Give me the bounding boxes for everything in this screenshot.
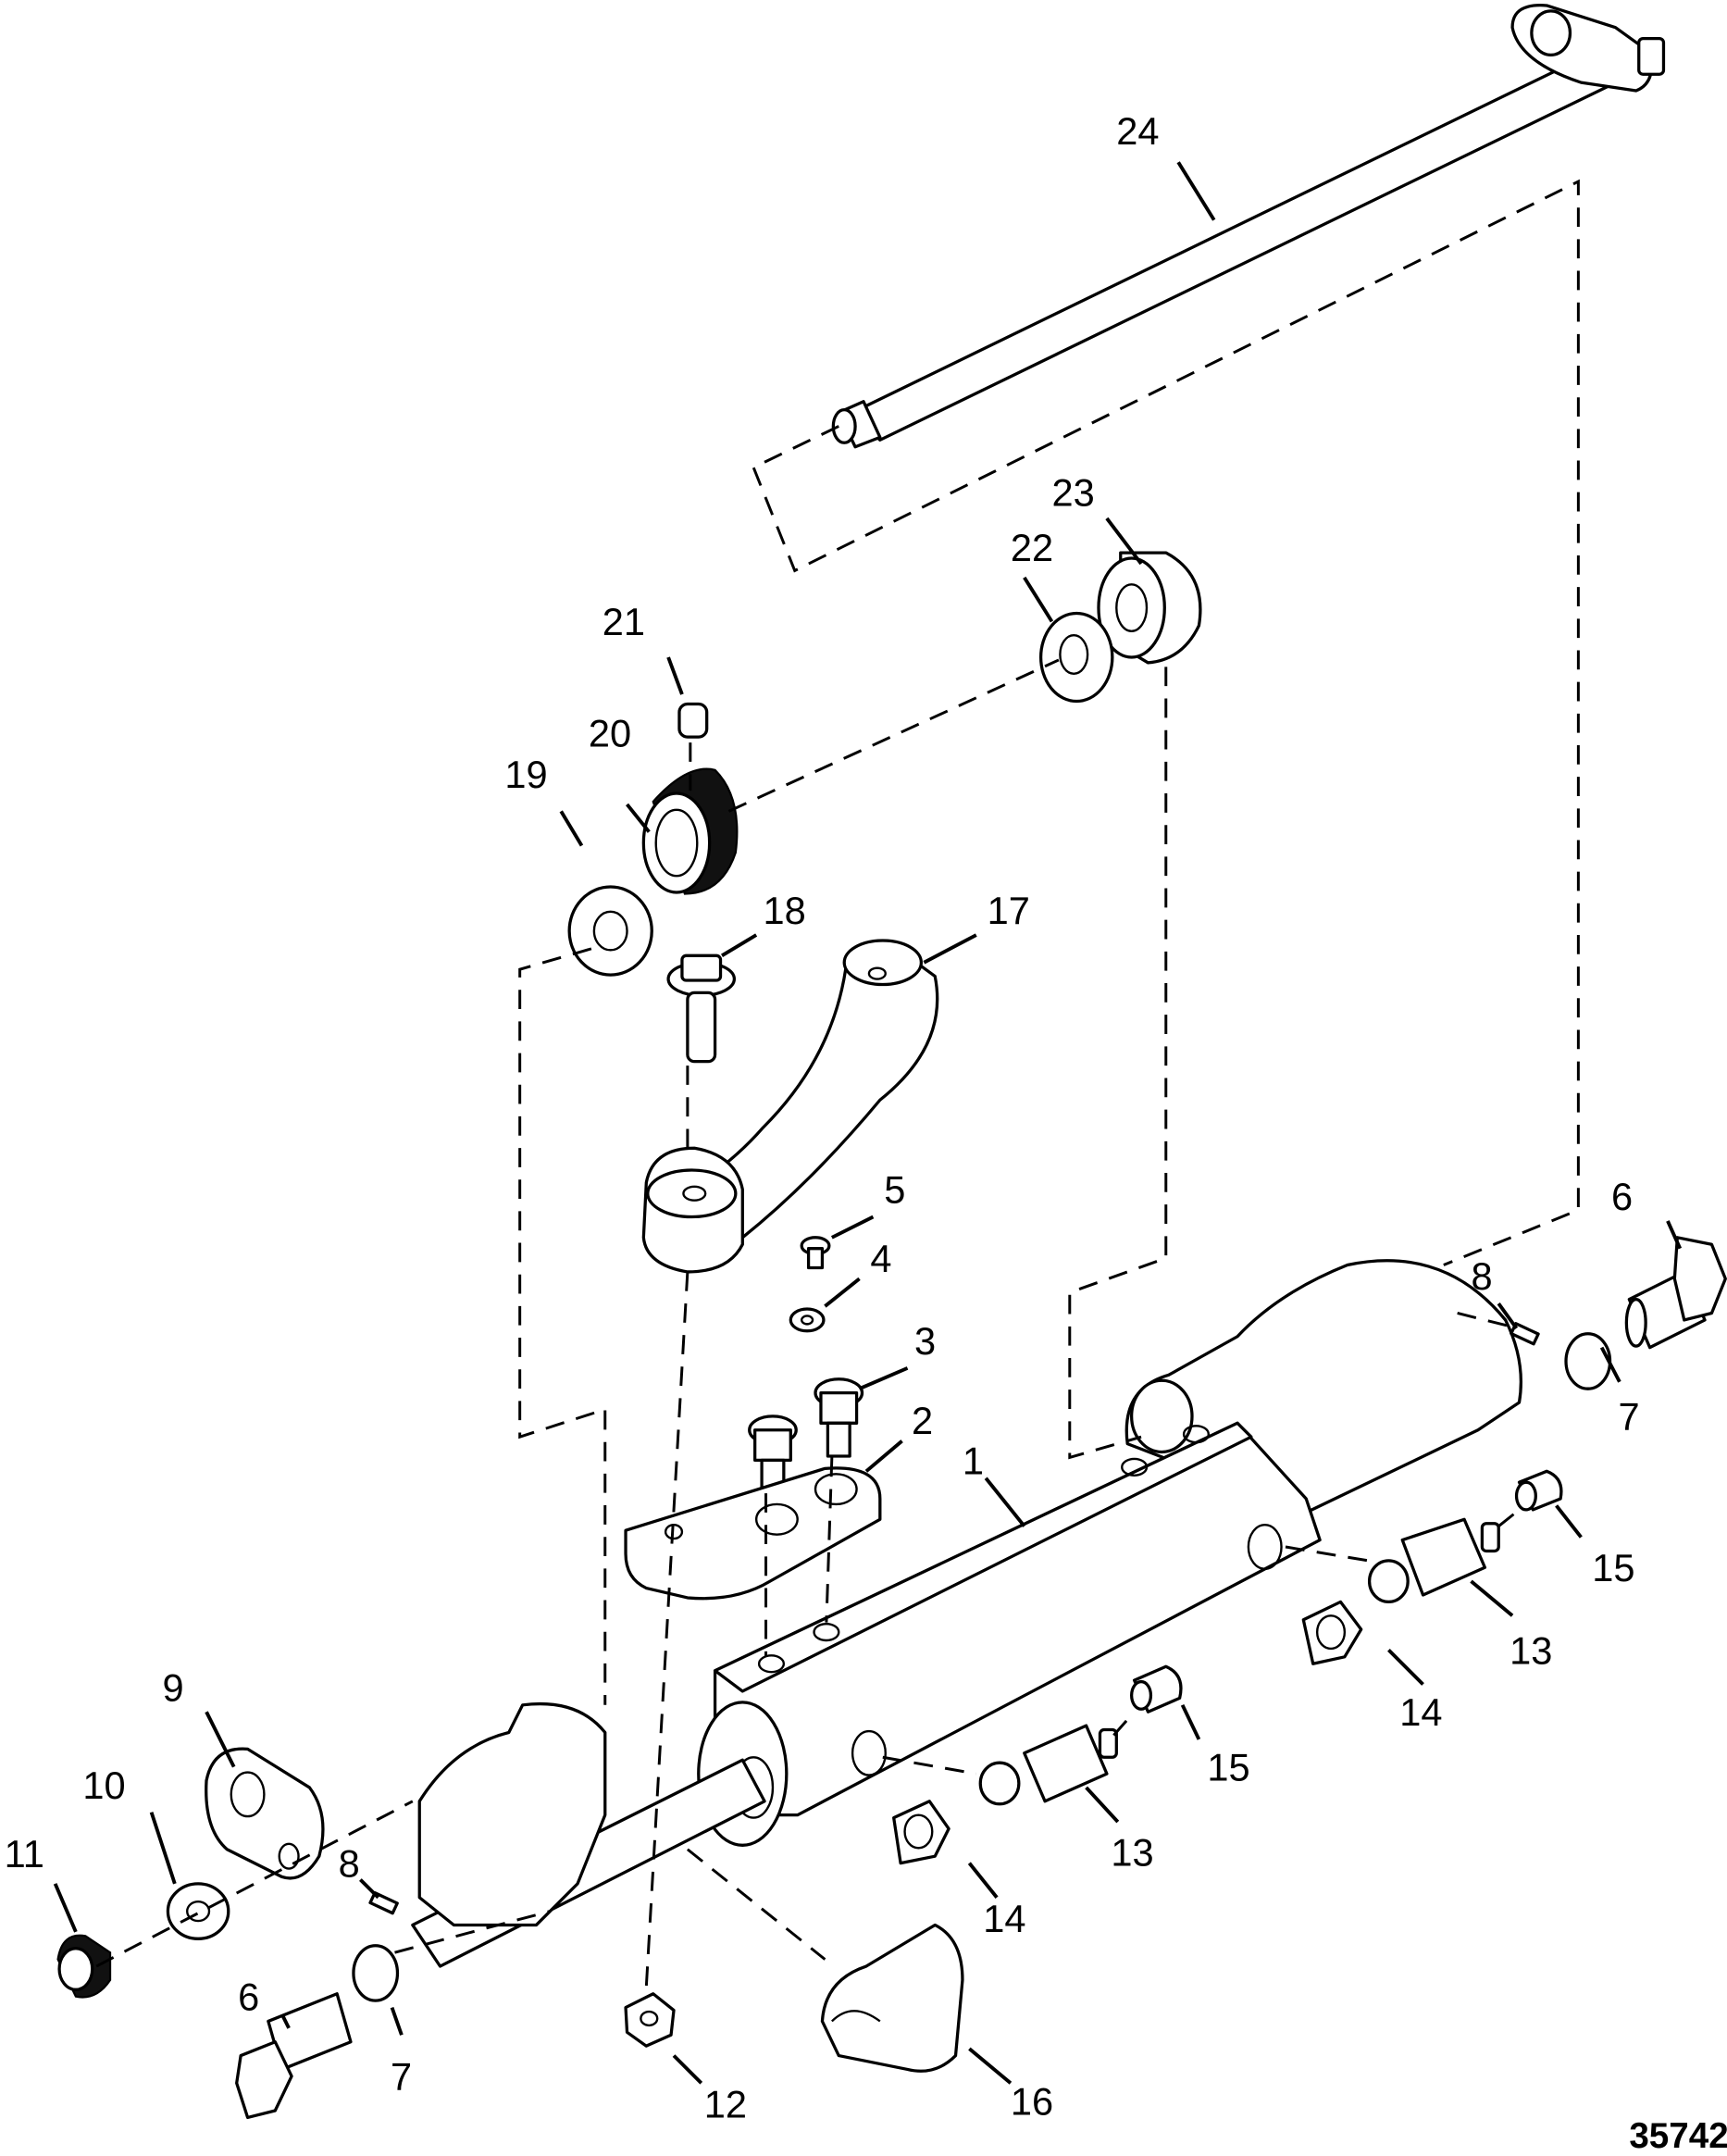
callout-8-right: 8 [1472,1254,1493,1298]
part-4-washer [789,1307,826,1333]
callout-7-right: 7 [1618,1395,1639,1439]
callout-12: 12 [704,2082,747,2125]
callout-21: 22 [1011,526,1053,569]
part-11-locknut [56,1934,112,1999]
figure-number: 35742 [1629,2116,1727,2156]
part-14-nut-lower [892,1800,950,1865]
callout-11: 11 [5,1832,44,1876]
callout-3: 3 [914,1319,936,1363]
callout-6-left: 6 [238,1975,259,2019]
callout-6-right: 6 [1611,1175,1633,1218]
part-22-spacer [1097,551,1202,665]
callout-14-upper: 14 [1399,1690,1442,1734]
part-12-nut [624,1992,676,2048]
callout-16: 17 [988,889,1030,932]
callout-23: 24 [1116,109,1159,153]
part-5-screw [800,1236,831,1270]
part-9-link-plate [205,1747,325,1880]
part-13-fitting-lower [978,1724,1118,1806]
callout-13-upper: 13 [1510,1628,1552,1672]
callout-24: 16 [1011,2079,1053,2123]
callout-22: 23 [1051,471,1094,515]
callout-5: 5 [884,1168,905,1212]
part-24-rod-boot [820,1923,964,2073]
callout-1: 1 [963,1439,984,1482]
part-21-washer [1038,611,1114,704]
callout-4: 4 [870,1237,891,1280]
part-18-washer [567,885,653,977]
part-15-cap-upper [1514,1469,1563,1512]
callout-18: 19 [504,753,547,796]
callout-19: 20 [589,712,631,755]
part-19-knurled-nut [641,767,739,895]
part-13-fitting-upper [1367,1517,1500,1604]
callout-15-lower: 15 [1207,1746,1249,1789]
part-16-tiller-arm [641,939,939,1274]
callout-7-left: 7 [391,2055,412,2099]
part-10-washer [166,1882,230,1940]
part-14-nut-upper [1301,1600,1363,1665]
assembly-lines [95,179,1580,1988]
part-6-bolt-left [235,1992,353,2120]
callout-20: 21 [603,600,645,643]
part-20-set-screw [677,702,709,739]
part-8-key-right [1510,1322,1540,1346]
part-7-clip-left [352,1944,400,2002]
callout-2: 2 [912,1399,933,1442]
part-17-flange-bolt [666,953,737,1064]
callout-labels: 24 23 22 21 20 19 18 17 5 4 3 2 1 6 8 7 … [5,109,1640,2125]
part-7-clip-right [1564,1332,1612,1390]
part-15-cap-lower [1130,1664,1183,1714]
callout-14-lower: 14 [983,1897,1025,1940]
part-3-socket-screws [748,1377,864,1495]
part-2-mounting-plate [624,1466,882,1601]
callout-9: 9 [162,1665,183,1709]
part-23-tilt-tube-rod [831,4,1666,449]
callout-13-lower: 13 [1111,1831,1153,1875]
callout-17: 18 [764,889,806,932]
leader-lines [53,161,1683,2085]
callout-8-left: 8 [339,1841,360,1885]
part-1-steering-cylinder [411,1259,1522,1968]
callout-10: 10 [82,1763,125,1807]
callout-15-upper: 15 [1592,1546,1634,1589]
part-6-bolt-right [1624,1236,1727,1350]
